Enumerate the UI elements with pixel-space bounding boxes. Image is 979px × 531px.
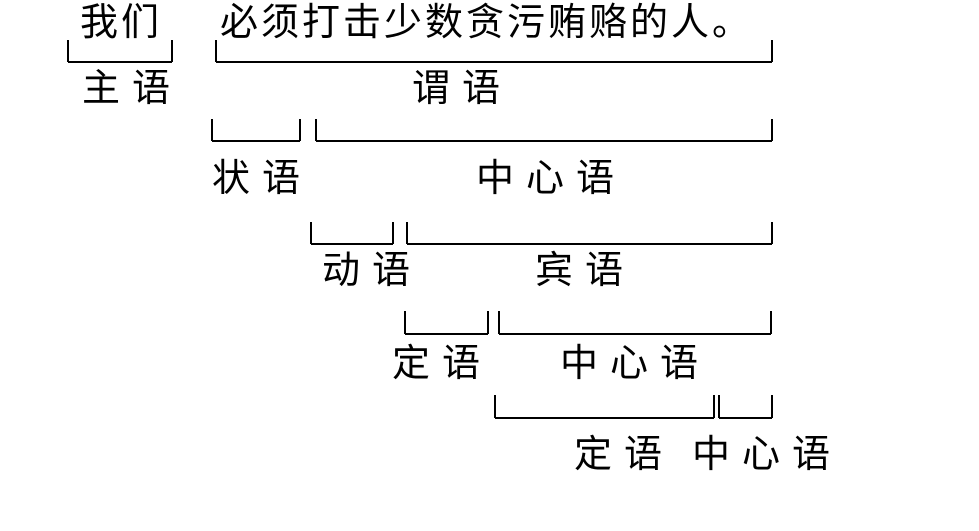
bracket-predicate: [215, 40, 773, 63]
label-adverbial: 状语: [212, 156, 313, 200]
bracket-attributive-1: [404, 311, 489, 335]
label-head-3: 中心语: [692, 432, 843, 476]
bracket-head-2: [498, 311, 772, 335]
bracket-head-1: [315, 119, 773, 142]
label-verb: 动语: [322, 248, 423, 292]
label-predicate: 谓语: [412, 66, 513, 110]
label-attributive-2: 定语: [574, 432, 675, 476]
label-head-1: 中心语: [476, 156, 627, 200]
label-subject: 主语: [82, 66, 183, 110]
sentence-subject-text: 我们: [80, 0, 163, 44]
bracket-subject: [67, 40, 173, 63]
bracket-verb: [310, 222, 394, 245]
bracket-adverbial: [211, 119, 301, 142]
label-attributive-1: 定语: [392, 341, 493, 385]
sentence-predicate-text: 必须打击少数贪污贿赂的人。: [220, 0, 754, 44]
label-object: 宾语: [535, 248, 636, 292]
bracket-head-3: [718, 395, 773, 419]
label-head-2: 中心语: [560, 341, 711, 385]
bracket-object: [406, 222, 773, 245]
bracket-attributive-2: [494, 395, 715, 419]
